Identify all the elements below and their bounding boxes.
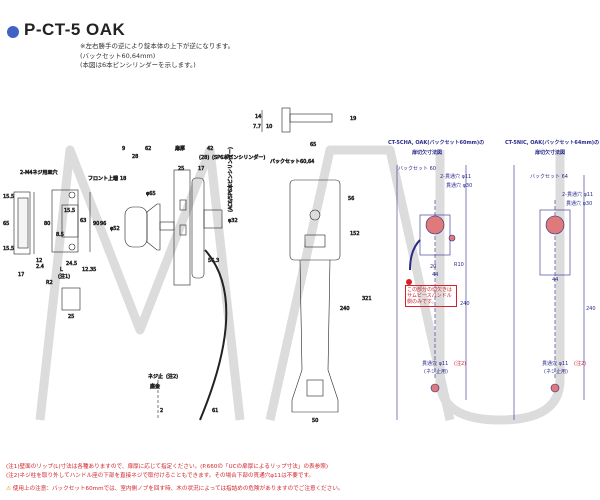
dim-label: 7.7 (253, 124, 261, 130)
watermark (35, 145, 565, 425)
dim-label: 17 (198, 166, 204, 172)
strike-plate: 15.5 65 15.5 17 12 2.4 R2 25 (3, 191, 81, 320)
hole-label: 貫通穴 φ11 (422, 360, 448, 367)
warning-note: ⚠ 使用上の注意：バックセット60mmでは、室内側ノブを回す時、木の状況によって… (6, 484, 344, 492)
dim-label: 14 (255, 114, 261, 120)
dim-label: 25 (178, 166, 184, 172)
dim-label: 56 (348, 196, 354, 202)
dim-label: 44 (432, 272, 438, 278)
side-view: 9 62 28 扉厚 42 (28) (SP6本ピンシリンダー) 25 17 1… (88, 145, 315, 421)
backset-label: バックセット 60 (398, 166, 436, 172)
note-ref: (注2) (574, 360, 586, 367)
front-plate: 2-M4ネジ用皿穴 80 15.5 63 8.5 90 96 24.5 12.3… (20, 169, 107, 281)
dim-label: 62 (145, 146, 151, 152)
backset-label: バックセット60,64 (270, 159, 314, 165)
footnote-2: (注2)ネジ柱を取り外してハンドル座の下部を直接ネジで取付けることもできます。そ… (6, 473, 315, 479)
hole-use-label: (ネジ止用) (424, 368, 448, 375)
header-notes: ※左右勝手の逆により錠本体の上下が逆になります。 (バックセット60,64mm)… (80, 42, 234, 71)
dim-label: 25 (68, 314, 74, 320)
dim-label: 12 (36, 258, 42, 264)
hole-label: 貫通穴 φ30 (566, 200, 592, 207)
dim-label: 65 (3, 221, 9, 227)
dim-label: 10 (266, 124, 272, 130)
dim-label: 28 (132, 154, 138, 160)
dim-label: (SP6本ピンシリンダー) (212, 154, 265, 161)
dim-label: (AC6/SP6本ピンシリンダー) (227, 147, 234, 212)
hole-label: 2-貫通穴 φ11 (562, 191, 593, 198)
note-ref: (注2) (166, 373, 178, 380)
dim-label: 9 (122, 146, 125, 152)
dim-label: 19 (350, 116, 356, 122)
note-line: (バックセット60,64mm) (80, 51, 156, 60)
handle-front-view: 65 56 152 321 240 50 (289, 142, 372, 424)
dim-label: 15.5 (64, 208, 75, 214)
hole-use-label: (ネジ止用) (544, 368, 568, 375)
cutout-callout: この部分の切欠きはサムピースハンドル側のみです。 (405, 285, 457, 307)
dim-label: 50 (312, 418, 318, 424)
dim-label: 63 (80, 218, 86, 224)
cutout-a-title: CT-5CHA, OAK(バックセット60mm)の (388, 139, 484, 146)
dim-label: 65 (310, 142, 316, 148)
dim-label: 321 (362, 296, 372, 302)
backset-label: バックセット 64 (530, 174, 568, 180)
top-view: 7.7 10 14 19 (253, 107, 357, 133)
dim-label: 90 (93, 221, 99, 227)
note-line: (本図は6本ピンシリンダーを示します。) (80, 61, 196, 69)
dim-label: φ32 (228, 218, 238, 224)
dim-label: 17 (18, 272, 24, 278)
washer-label: 座金 (150, 383, 160, 390)
warning-icon: ⚠ (6, 486, 12, 492)
dim-label: 24.5 (66, 261, 77, 267)
dim-label: 240 (460, 301, 470, 307)
dim-label: φ52 (110, 226, 120, 232)
note-line: ※左右勝手の逆により錠本体の上下が逆になります。 (80, 42, 235, 50)
dim-label: 152 (350, 231, 360, 237)
dim-label: φ65 (146, 191, 156, 197)
dim-label: 44 (552, 277, 558, 283)
dim-label: 61 (212, 408, 218, 414)
cutout-b-subtitle: 扉切欠寸法図 (534, 149, 565, 156)
callout-marker-icon (406, 279, 412, 285)
dim-label: 15.5 (3, 194, 14, 200)
dim-label: 240 (340, 306, 350, 312)
hole-label: 貫通穴 φ30 (446, 182, 472, 189)
cutout-diagram-a: CT-5CHA, OAK(バックセット60mm)の 扉切欠寸法図 バックセット … (388, 139, 484, 420)
dim-label: (28) (199, 155, 209, 161)
dim-label: 扉厚 (175, 145, 185, 152)
dim-label: 240 (586, 306, 596, 312)
front-top-label: フロント上端 (88, 175, 118, 182)
dim-label: 56.3 (208, 258, 219, 264)
dim-label: 15.5 (3, 246, 14, 252)
dim-label: 12.35 (82, 267, 96, 273)
note-ref: (注2) (454, 360, 466, 367)
dim-label: 96 (100, 221, 106, 227)
dim-label: 2.4 (36, 264, 44, 270)
dim-label: 18 (120, 176, 126, 182)
hole-label: 貫通穴 φ11 (542, 360, 568, 367)
screw-hole-label: 2-M4ネジ用皿穴 (20, 169, 57, 176)
dim-label: 20 (430, 264, 436, 270)
page-title: P-CT-5 OAK (24, 20, 126, 39)
dim-label: 42 (207, 146, 213, 152)
dim-label: L (60, 267, 63, 273)
dim-label: 8.5 (56, 232, 64, 238)
cutout-diagram-b: CT-5NIC, OAK(バックセット64mm)の 扉切欠寸法図 バックセット … (505, 139, 599, 420)
hole-label: 2-貫通穴 φ11 (440, 173, 471, 180)
screw-post-label: ネジ止 (148, 373, 163, 380)
note-ref: (注1) (58, 273, 70, 280)
dim-label: 80 (44, 221, 50, 227)
cutout-a-subtitle: 扉切欠寸法図 (411, 149, 442, 156)
dim-label: R2 (46, 280, 53, 286)
dim-label: 2 (160, 408, 163, 414)
title-bullet-icon (7, 26, 19, 38)
footnote-1: (注1)壁面のリップ(L)寸法は各種ありますので、扉厚に応じて指定ください。(P… (6, 464, 329, 470)
dim-label: R10 (454, 262, 464, 268)
cutout-b-title: CT-5NIC, OAK(バックセット64mm)の (505, 139, 599, 146)
warning-text: 使用上の注意：バックセット60mmでは、室内側ノブを回す時、木の状況によっては指… (12, 486, 344, 492)
